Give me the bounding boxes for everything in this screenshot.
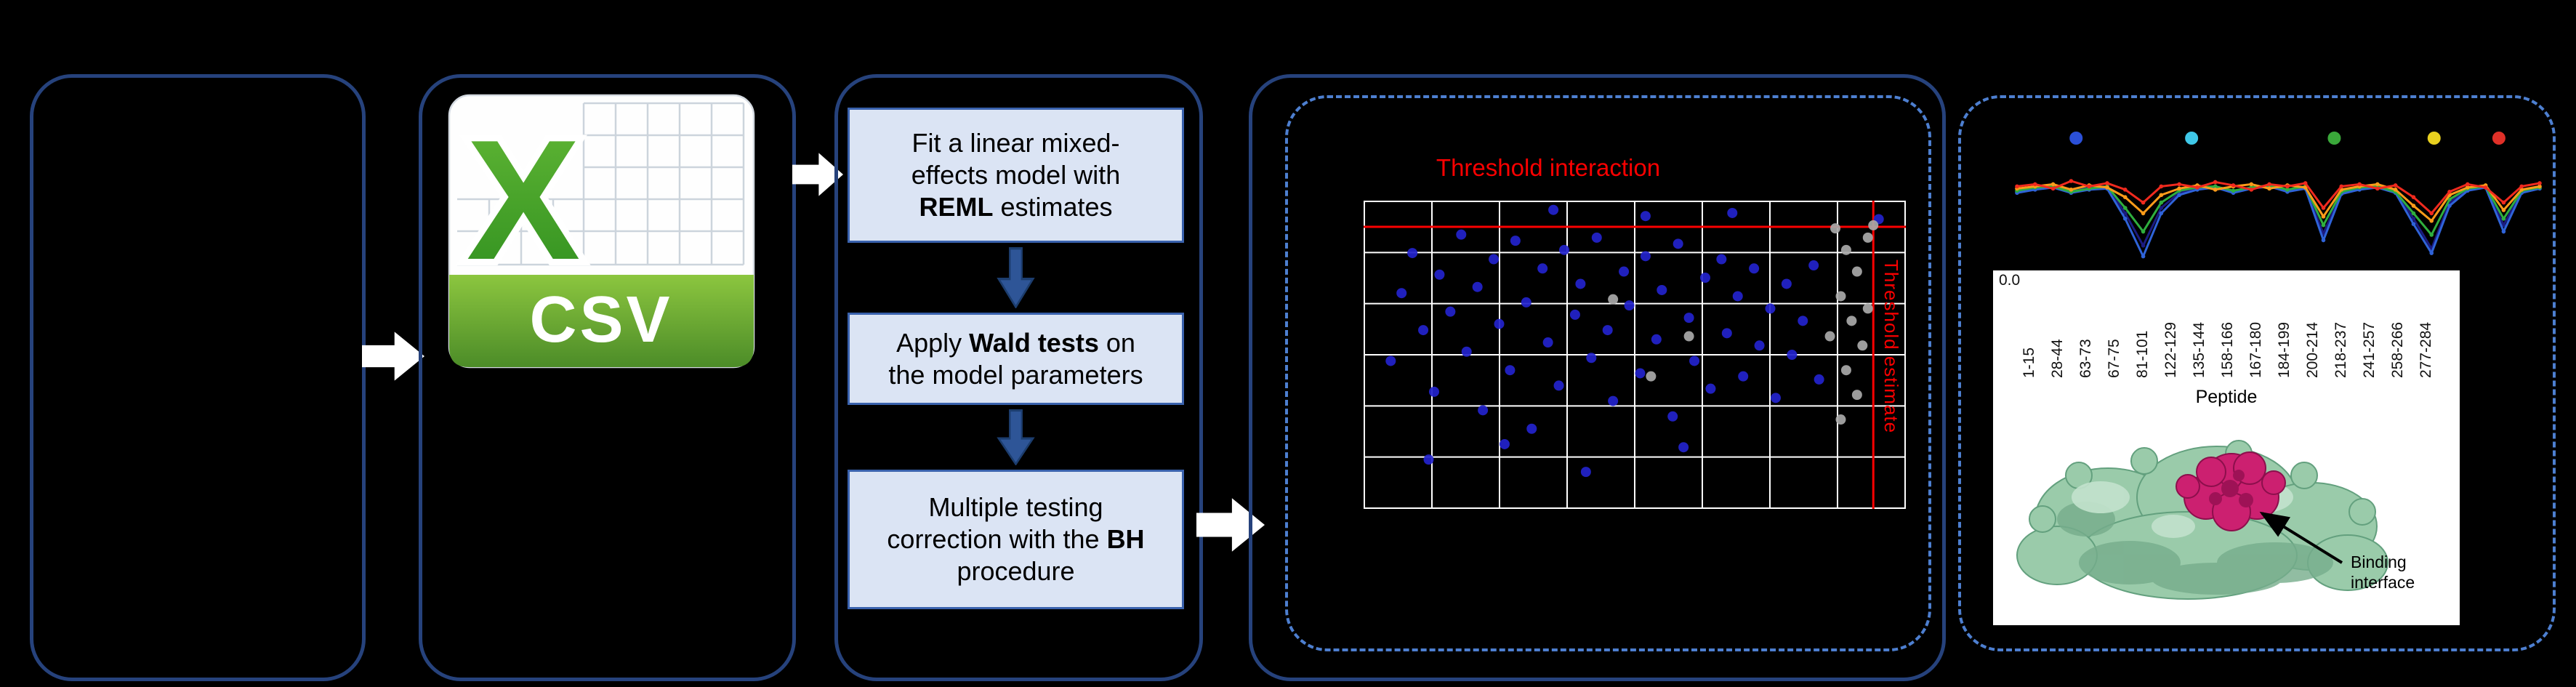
threshold-scatter-plot [1364, 201, 1906, 509]
peptide-tick-label: 28-44 [2049, 339, 2066, 378]
binding-interface-label: Binding interface [2351, 553, 2415, 592]
results-panel [1249, 74, 1946, 681]
peptide-tick-label: 135-144 [2191, 322, 2207, 378]
scatter-title: Threshold interaction [1436, 154, 1661, 181]
down-arrow-icon [997, 247, 1035, 308]
step-text-bold: BH [1106, 524, 1145, 555]
scatter-group [1285, 95, 1931, 651]
protein-structure [2016, 440, 2388, 600]
peptide-tick-label: 63-73 [2077, 339, 2094, 378]
peptide-tick-label: 81-101 [2134, 331, 2151, 378]
flow-right-arrow-icon [362, 332, 424, 381]
y-axis-tick-label: 0.0 [1999, 272, 2021, 289]
step-text-bold: Wald tests [969, 327, 1099, 358]
step-text: estimates [993, 191, 1113, 222]
step-wald: Apply Wald tests on the model parameters [848, 313, 1184, 405]
down-arrow-icon [997, 409, 1035, 465]
peptide-tick-label: 241-257 [2361, 322, 2378, 378]
peptide-tick-label: 184-199 [2276, 322, 2293, 378]
peptide-group [1958, 95, 2556, 651]
peptide-tick-label: 167-180 [2247, 322, 2264, 378]
peptide-tick-labels: 1-15 28-44 63-73 67-75 81-101 122-129 135-144 1… [2021, 322, 2434, 378]
peptide-axis-title: Peptide [2195, 387, 2258, 407]
csv-banner [449, 275, 754, 367]
scatter-right-axis-label: Threshold estimate [1880, 260, 1902, 434]
step-text: Multiple testing correction with the [887, 492, 1107, 555]
step-text: on the model parameters [888, 327, 1143, 390]
csv-label: CSV [529, 284, 672, 356]
step-bh: Multiple testing correction with the BH … [848, 470, 1184, 609]
flow-right-arrow-icon [792, 153, 843, 196]
step-reml: Fit a linear mixed-effects model with RE… [848, 108, 1184, 243]
flow-right-arrow-icon [1196, 498, 1265, 552]
step-text: Fit a linear mixed-effects model with [911, 128, 1121, 190]
peptide-tick-label: 277-284 [2418, 322, 2434, 378]
step-text: procedure [957, 555, 1075, 586]
peptide-tick-label: 218-237 [2333, 322, 2349, 378]
peptide-axis-panel: 0.0 1-15 28-44 63-73 67-75 81-101 122-129 135-… [1993, 270, 2460, 625]
step-text-bold: REML [919, 191, 994, 222]
step-text: Apply [896, 327, 970, 358]
peptide-tick-label: 200-214 [2304, 322, 2321, 378]
peptide-tick-label: 67-75 [2106, 339, 2122, 378]
peptide-tick-label: 1-15 [2021, 347, 2037, 378]
modeling-panel [834, 74, 1203, 681]
csv-file-icon: X CSV [447, 93, 756, 369]
csv-panel [419, 74, 796, 681]
peptide-tick-label: 258-266 [2389, 322, 2406, 378]
input-panel [30, 74, 366, 681]
peptide-profile-chart [2015, 132, 2542, 259]
csv-x-letter: X [467, 104, 581, 295]
peptide-tick-label: 122-129 [2162, 322, 2179, 378]
binding-region-shading [2209, 470, 2253, 507]
peptide-tick-label: 158-166 [2219, 322, 2236, 378]
spreadsheet-grid-icon [457, 102, 745, 266]
binding-arrow-icon [2259, 511, 2343, 564]
